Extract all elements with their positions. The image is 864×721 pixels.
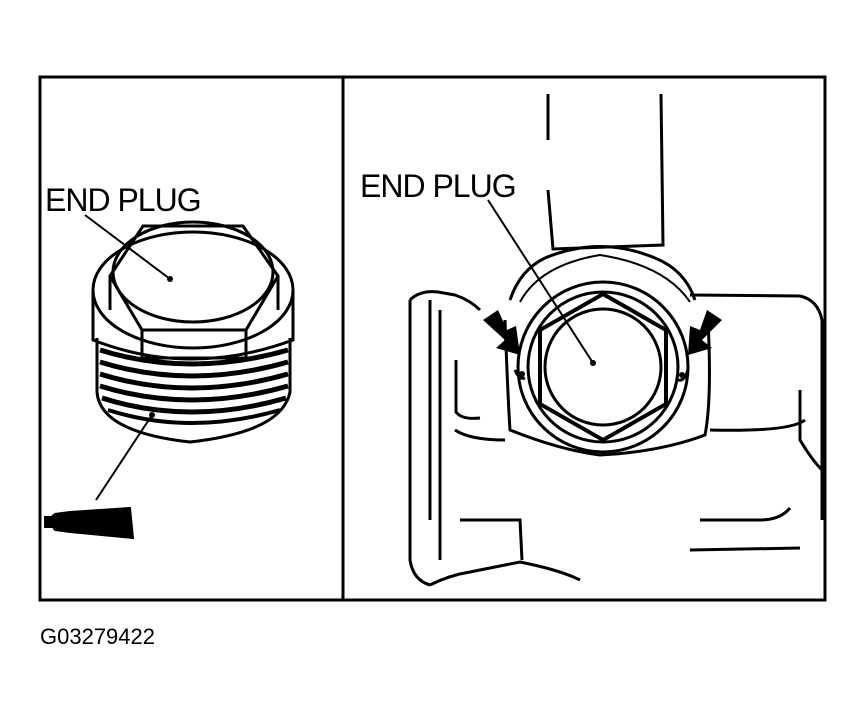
right-arrow-icon — [688, 310, 722, 355]
left-leader-label — [84, 214, 171, 280]
left-leader-sealant — [95, 414, 153, 501]
housing-illustration — [408, 93, 824, 587]
figure-border — [38, 75, 827, 602]
end-plug-label-right: END PLUG — [360, 168, 517, 204]
left-arrow-icon — [483, 310, 520, 355]
end-plug-illustration — [91, 220, 295, 444]
figure-id: G03279422 — [40, 624, 155, 649]
sealant-tube-icon — [44, 506, 135, 540]
end-plug-label-left: END PLUG — [45, 182, 202, 218]
right-leader-label — [487, 199, 594, 364]
